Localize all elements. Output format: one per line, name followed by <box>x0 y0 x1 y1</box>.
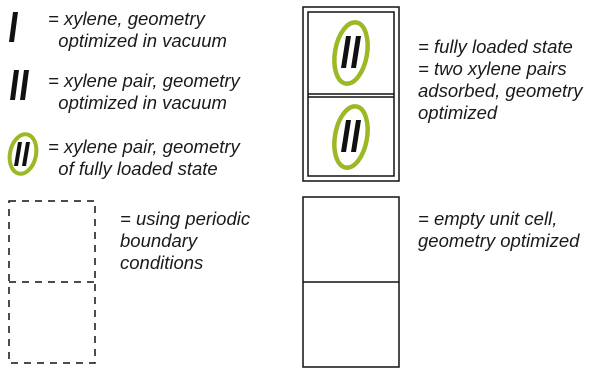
empty-unit-cell-icon <box>302 196 400 368</box>
legend-fully-loaded-text: = fully loaded state = two xylene pairs … <box>418 36 583 123</box>
legend-pair-loaded-text: = xylene pair, geometry of fully loaded … <box>48 136 240 179</box>
xylene-pair-icon <box>10 70 29 100</box>
single-xylene-icon <box>9 12 18 42</box>
dashed-unit-cell-icon <box>8 200 96 364</box>
legend-empty-cell-text: = empty unit cell, geometry optimized <box>418 208 580 251</box>
double-bordered-loaded-cell-icon <box>302 6 400 182</box>
legend-periodic-text: = using periodic boundary conditions <box>120 208 251 273</box>
legend-pair-text: = xylene pair, geometry optimized in vac… <box>48 70 240 113</box>
xylene-pair-ellipse-lower <box>332 104 370 170</box>
xylene-pair-ellipse-icon <box>7 132 39 176</box>
xylene-pair-ellipse-upper <box>332 20 370 86</box>
legend-single-text: = xylene, geometry optimized in vacuum <box>48 8 227 51</box>
